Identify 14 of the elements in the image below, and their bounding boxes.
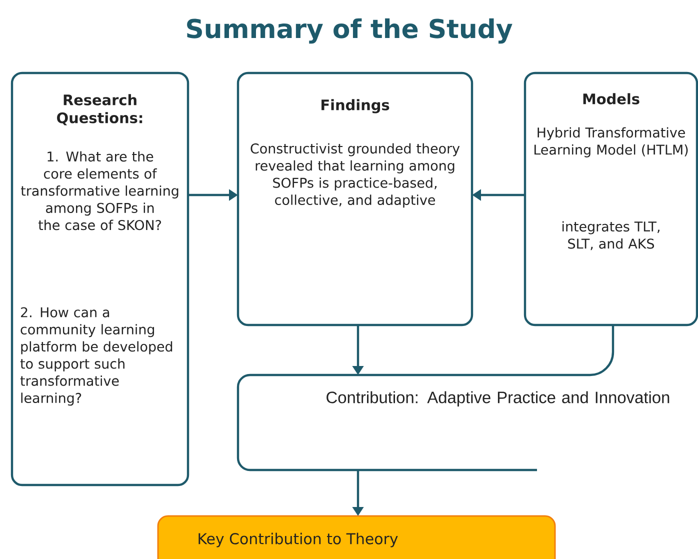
summary-box bbox=[236, 72, 474, 326]
summary-box bbox=[524, 72, 698, 326]
box-text: integrates TLT, SLT, and AKS bbox=[562, 221, 660, 250]
box-text: 1. What are the core elements of transformative learning among SOFPs in the case of SKON? bbox=[20, 151, 178, 230]
summary-box bbox=[10, 72, 190, 486]
contribution-box: Contribution: Adaptive Practice and Innovation bbox=[236, 374, 670, 472]
box-text: Constructivist grounded theory revealed that learning among SOFPs is practice-based, collective, and adaptive bbox=[250, 143, 460, 208]
box-heading: Research Questions: bbox=[57, 94, 142, 126]
box-text: Hybrid Transformative Learning Model (HTLM) bbox=[534, 127, 688, 158]
title: Summary of the Study bbox=[187, 18, 512, 44]
box-heading: Findings bbox=[322, 99, 390, 114]
box-heading: Models bbox=[583, 93, 640, 104]
box-text: 2. How can a community learning platform be developed to support such transformative learning? bbox=[20, 307, 172, 406]
highlight-box: Key Contribution to Theory bbox=[157, 515, 556, 559]
